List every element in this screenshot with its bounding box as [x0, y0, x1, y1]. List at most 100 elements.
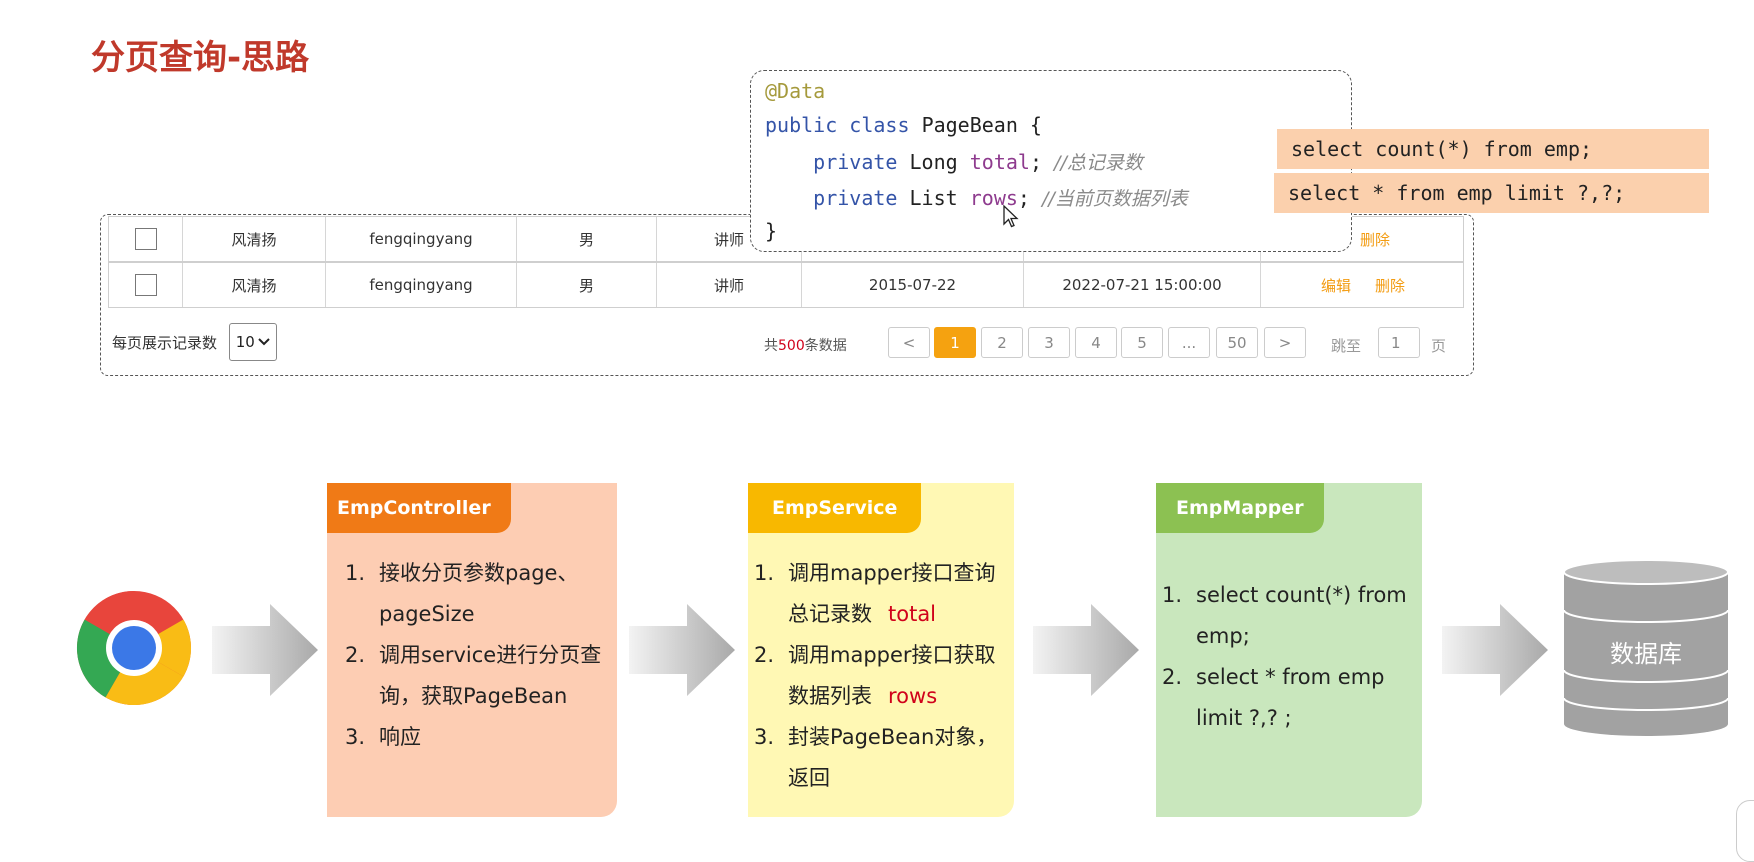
page-button-5[interactable]: 5 — [1121, 327, 1163, 358]
class-name: PageBean { — [921, 113, 1042, 137]
mouse-cursor-icon — [1003, 205, 1019, 228]
code-line-class: public class PageBean { — [765, 113, 1042, 137]
close-brace: } — [765, 219, 778, 243]
highlight-total: total — [888, 602, 937, 626]
mapper-title: EmpMapper — [1156, 483, 1324, 533]
sql-count: select count(*) from emp; — [1277, 129, 1709, 169]
chrome-browser-icon — [76, 591, 192, 706]
comment-total: //总记录数 — [1054, 152, 1143, 174]
code-line-rows: private List rows; //当前页数据列表 — [765, 184, 1188, 211]
table-row: 风清扬 fengqingyang 男 讲师 删除 — [108, 216, 1464, 262]
keyword-private: private — [813, 150, 898, 174]
page-unit: 页 — [1431, 337, 1447, 355]
cell-username: fengqingyang — [326, 217, 517, 261]
chevron-down-icon — [258, 338, 270, 346]
field-rows: rows — [969, 186, 1018, 210]
mapper-steps: 1. select count(*) from emp; 2.select * fr… — [1162, 575, 1412, 739]
code-line-close: } — [765, 219, 777, 243]
scroll-handle[interactable] — [1736, 800, 1754, 862]
database-icon — [1563, 559, 1729, 736]
step-number: 1. — [754, 561, 775, 585]
page-ellipsis: ... — [1168, 327, 1210, 358]
list-item: 3.封装PageBean对象，返回 — [754, 717, 1004, 799]
cell-actions: 编辑 删除 — [1261, 263, 1465, 307]
controller-panel: EmpController 1.接收分页参数page、pageSize 2.调用… — [327, 483, 617, 817]
page-size-label: 每页展示记录数 — [112, 333, 218, 352]
code-line-annotation: @Data — [765, 79, 825, 103]
cell-name: 风清扬 — [183, 217, 326, 261]
type-list: List — [909, 186, 958, 210]
table-row: 风清扬 fengqingyang 男 讲师 2015-07-22 2022-07… — [108, 262, 1464, 308]
step-text: 数据列表 — [788, 684, 872, 708]
list-item: 1. select count(*) from emp; — [1162, 575, 1412, 657]
page-size-control: 每页展示记录数 10 — [112, 322, 278, 362]
total-prefix: 共 — [764, 338, 778, 354]
semicolon: ; — [1029, 150, 1042, 174]
page-button-50[interactable]: 50 — [1216, 327, 1258, 358]
total-suffix: 条数据 — [804, 338, 847, 354]
step-text: emp; — [1196, 624, 1250, 648]
row-checkbox-cell — [109, 217, 183, 261]
step-text: 调用mapper接口查询 — [788, 561, 996, 585]
step-number: 1. — [345, 561, 366, 585]
arrow-right-icon — [212, 604, 318, 696]
step-number: 2. — [754, 643, 775, 667]
delete-link[interactable]: 删除 — [1359, 230, 1390, 249]
mapper-panel: EmpMapper 1. select count(*) from emp; 2.s… — [1156, 483, 1422, 817]
jump-page-input[interactable]: 1 — [1378, 327, 1420, 358]
step-number: 1. — [1162, 583, 1183, 607]
cell-username: fengqingyang — [326, 263, 517, 307]
code-line-total: private Long total; //总记录数 — [765, 148, 1143, 175]
page-size-select[interactable]: 10 — [229, 323, 278, 361]
step-text: 调用mapper接口获取 — [788, 643, 996, 667]
list-item: 2.调用service进行分页查询，获取PageBean — [345, 635, 607, 717]
keyword-class: class — [849, 113, 910, 137]
step-text: 询，获取PageBean — [379, 684, 568, 708]
keyword-public: public — [765, 113, 838, 137]
page-size-value: 10 — [235, 333, 255, 351]
cell-job: 讲师 — [657, 263, 802, 307]
page-button-1[interactable]: 1 — [934, 327, 976, 358]
row-checkbox-cell — [109, 263, 183, 307]
type-long: Long — [909, 150, 958, 174]
cell-update-time: 2022-07-21 15:00:00 — [1024, 263, 1261, 307]
list-item: 3.响应 — [345, 717, 607, 758]
keyword-private: private — [813, 186, 898, 210]
cell-gender: 男 — [517, 217, 657, 261]
edit-link[interactable]: 编辑 — [1320, 276, 1351, 295]
step-text: 响应 — [379, 725, 421, 749]
step-text: 封装PageBean对象， — [788, 725, 998, 749]
step-text: 接收分页参数page、 — [379, 561, 579, 585]
list-item: 1.接收分页参数page、pageSize — [345, 553, 607, 635]
row-checkbox[interactable] — [134, 274, 157, 296]
page-button-2[interactable]: 2 — [981, 327, 1023, 358]
cell-gender: 男 — [517, 263, 657, 307]
total-count: 500 — [778, 338, 805, 354]
delete-link[interactable]: 删除 — [1375, 276, 1406, 295]
next-page-button[interactable]: > — [1264, 327, 1306, 358]
service-title: EmpService — [748, 483, 922, 533]
semicolon: ; — [1017, 186, 1030, 210]
step-number: 2. — [345, 643, 366, 667]
field-total: total — [969, 150, 1030, 174]
controller-steps: 1.接收分页参数page、pageSize 2.调用service进行分页查询，… — [345, 553, 607, 758]
prev-page-button[interactable]: < — [888, 327, 930, 358]
step-text: 返回 — [788, 766, 830, 790]
row-checkbox[interactable] — [134, 228, 157, 250]
cell-name: 风清扬 — [183, 263, 326, 307]
jump-label: 跳至 — [1331, 337, 1362, 355]
arrow-right-icon — [629, 604, 735, 696]
list-item: 2. 调用mapper接口获取数据列表 rows — [754, 635, 1004, 717]
step-text: select count(*) from — [1196, 583, 1407, 607]
highlight-rows: rows — [888, 684, 938, 708]
sql-limit: select * from emp limit ?,?; — [1274, 173, 1709, 213]
page-button-4[interactable]: 4 — [1075, 327, 1117, 358]
page-title: 分页查询-思路 — [91, 38, 310, 78]
page-button-3[interactable]: 3 — [1028, 327, 1070, 358]
total-records-text: 共500条数据 — [764, 335, 847, 355]
step-text: select * from emp — [1196, 665, 1385, 689]
